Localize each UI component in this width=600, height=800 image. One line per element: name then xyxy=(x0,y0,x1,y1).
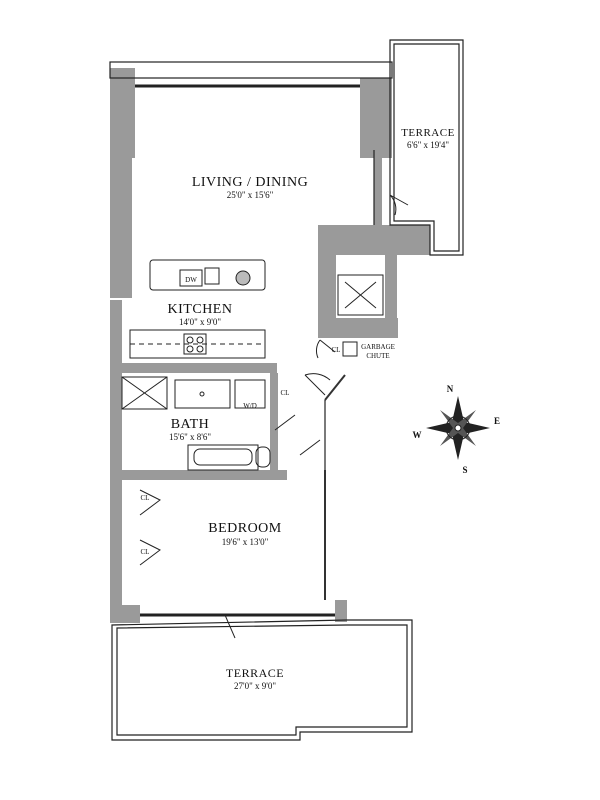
terrace-top-label: TERRACE xyxy=(401,127,455,139)
walls xyxy=(110,68,430,623)
burner-3 xyxy=(186,345,194,353)
kitchen-fixtures xyxy=(129,259,266,359)
chute-label: CHUTE xyxy=(366,352,389,360)
kitchen-dims: 14'0" x 9'0" xyxy=(179,317,221,327)
wall-bedroom-bottom-right xyxy=(335,600,347,622)
wall-left-lower xyxy=(110,300,122,620)
living-dining-dims: 25'0" x 15'6" xyxy=(227,190,274,200)
bathtub xyxy=(187,444,259,471)
wall-kitchen-bath xyxy=(122,363,277,373)
shower xyxy=(121,376,168,410)
compass-s: S xyxy=(462,465,467,475)
garbage-label: GARBAGE xyxy=(361,343,395,351)
closet-label-garbage: CL xyxy=(332,346,341,354)
vanity xyxy=(174,379,231,409)
closet-label-bath: CL xyxy=(281,389,290,397)
compass-rose xyxy=(426,396,490,460)
compass-e: E xyxy=(494,416,500,426)
closet-label-1: CL xyxy=(141,494,150,502)
wall-diagonal xyxy=(324,374,346,401)
wall-shaft-right xyxy=(385,255,397,320)
toilet xyxy=(255,446,271,468)
burner-1 xyxy=(186,336,194,344)
terrace-bottom-dims: 27'0" x 9'0" xyxy=(234,681,276,691)
door-terrace-bottom xyxy=(224,614,236,639)
island-stool xyxy=(235,270,251,286)
wall-bath-lower xyxy=(122,470,287,480)
compass-center xyxy=(454,424,462,432)
terrace-top-dims: 6'6" x 19'4" xyxy=(407,140,449,150)
bedroom-label: BEDROOM xyxy=(208,521,282,536)
compass-ring xyxy=(445,415,471,441)
wall-top-left-block xyxy=(110,68,135,158)
door-terrace-top xyxy=(389,194,409,216)
washer-dryer xyxy=(234,379,266,409)
terrace-bottom-outline xyxy=(111,619,413,741)
wall-shaft-left xyxy=(318,255,336,320)
wall-right-living xyxy=(374,150,382,225)
outlines xyxy=(109,39,464,741)
door-closet-2 xyxy=(139,539,161,566)
shaft xyxy=(337,274,384,357)
door-bedroom xyxy=(299,439,321,456)
wall-shaft-block xyxy=(318,225,430,255)
door-closet-1 xyxy=(139,489,161,516)
wall-bath-right xyxy=(270,373,278,470)
door-hall xyxy=(304,373,331,396)
bath-label: BATH xyxy=(171,417,210,432)
wall-bedroom-bottom-left xyxy=(110,605,140,623)
island-sink xyxy=(204,267,220,285)
door-bath xyxy=(274,414,296,431)
closet-label-2: CL xyxy=(141,548,150,556)
door-closet-garbage xyxy=(315,339,336,359)
vanity-drain xyxy=(199,391,205,397)
bath-dims: 15'6" x 8'6" xyxy=(169,432,211,442)
garbage-chute-box xyxy=(342,341,358,357)
shaft-x2 xyxy=(344,281,377,309)
bathtub-inner xyxy=(193,448,253,466)
terrace-bottom-label: TERRACE xyxy=(226,666,284,680)
compass-w: W xyxy=(413,430,422,440)
shaft-box xyxy=(337,274,384,316)
dishwasher-box xyxy=(179,269,203,287)
cooktop xyxy=(183,333,207,355)
shower-x2 xyxy=(121,376,168,410)
bedroom-dims: 19'6" x 13'0" xyxy=(222,537,269,547)
doors xyxy=(139,194,409,639)
washer-dryer-label: W/D xyxy=(243,402,257,410)
burner-2 xyxy=(196,336,204,344)
top-rail xyxy=(109,61,393,79)
compass-n: N xyxy=(447,384,454,394)
terrace-bottom-inner xyxy=(116,624,408,736)
living-dining-label: LIVING / DINING xyxy=(192,175,308,190)
wall-shaft-bottom xyxy=(318,318,398,338)
terrace-top-inner xyxy=(393,43,460,252)
terrace-top-outline xyxy=(389,39,464,256)
wall-top-right-block xyxy=(360,78,392,158)
burner-4 xyxy=(196,345,204,353)
kitchen-island xyxy=(149,259,266,291)
kitchen-label: KITCHEN xyxy=(168,302,233,317)
dishwasher-label: DW xyxy=(185,276,197,284)
bath-fixtures xyxy=(121,376,271,471)
